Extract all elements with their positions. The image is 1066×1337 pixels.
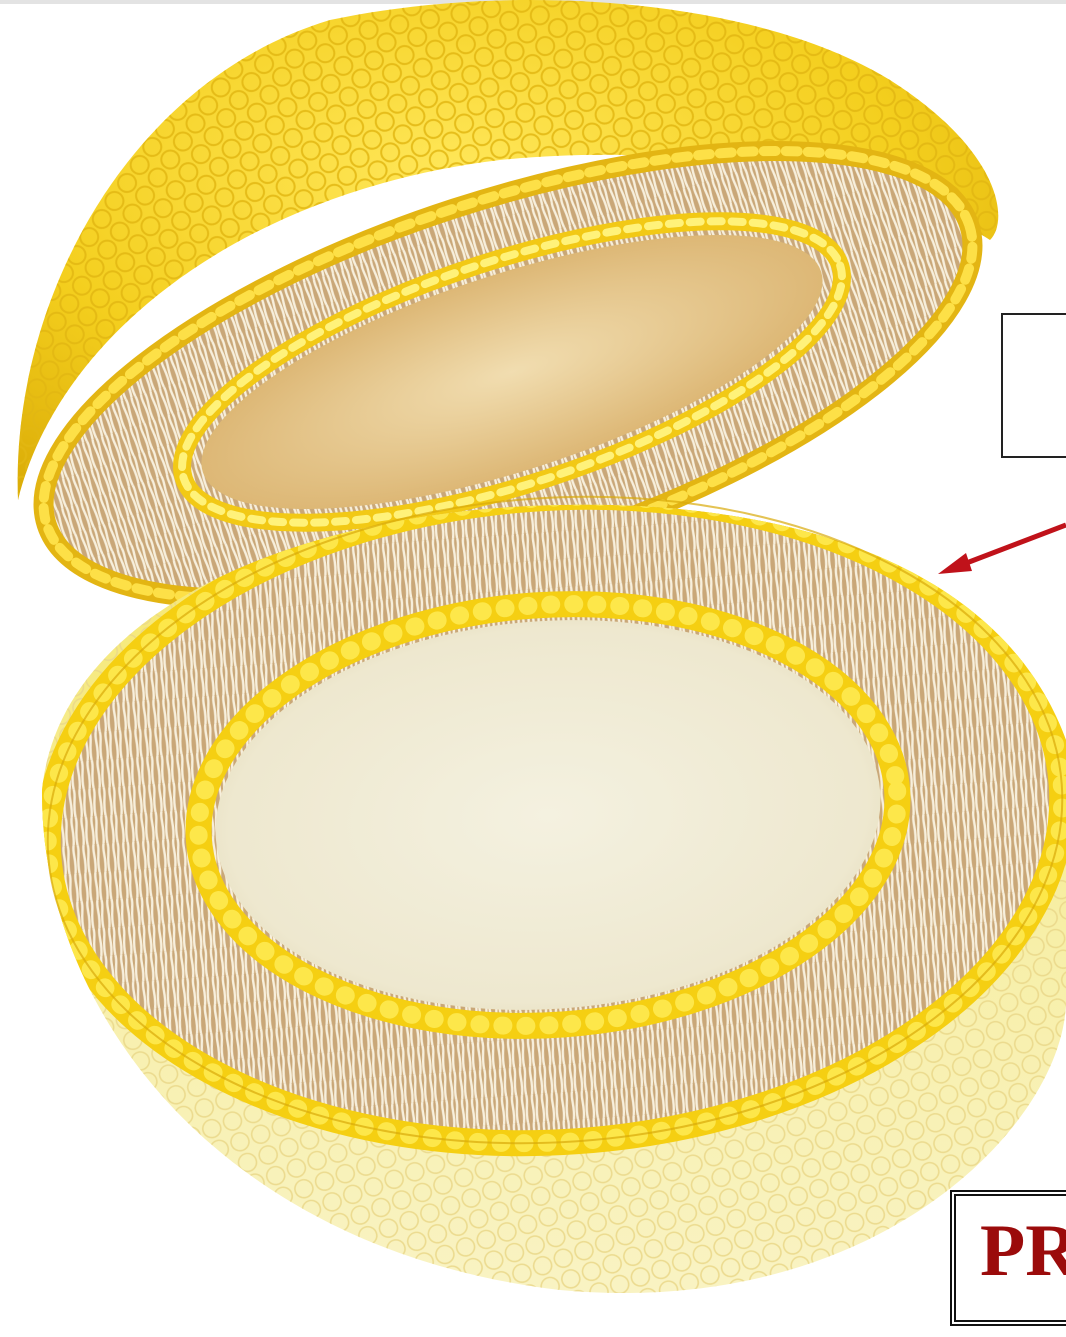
- corner-title-box: PR: [950, 1190, 1066, 1326]
- arrow-left-icon: [930, 505, 1066, 585]
- label-box: [1001, 313, 1066, 458]
- corner-title-text: PR: [980, 1214, 1066, 1288]
